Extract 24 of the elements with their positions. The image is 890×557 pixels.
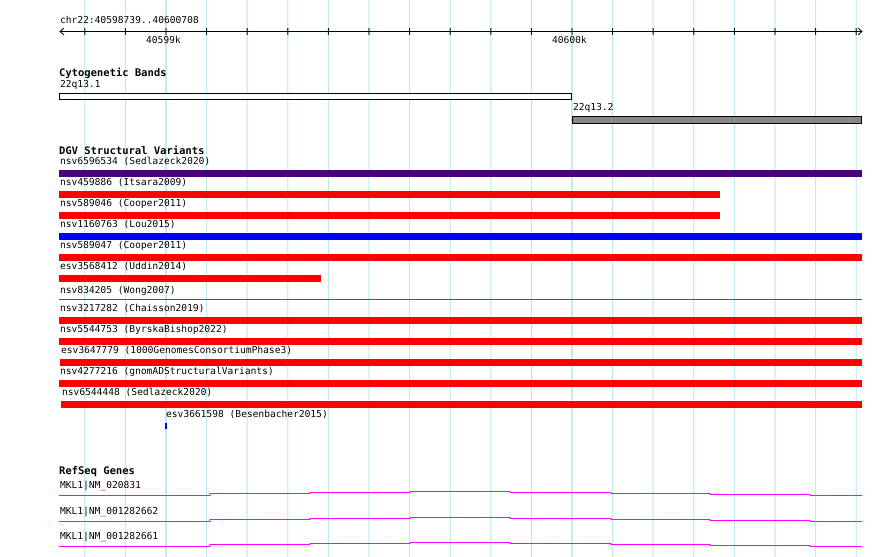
variant-label: nsv3217282 (Chaisson2019) [60, 303, 204, 314]
gene-label: MKL1|NM_020831 [60, 480, 141, 491]
gene-label: MKL1|NM_001282661 [60, 531, 158, 542]
variant-label: esv3647779 (1000GenomesConsortiumPhase3) [61, 345, 292, 356]
band-label: 22q13.1 [60, 79, 100, 90]
track-title: DGV Structural Variants [59, 146, 204, 157]
gene-label: MKL1|NM_001282662 [60, 506, 158, 517]
variant-label: nsv589047 (Cooper2011) [60, 240, 188, 251]
variant-label: esv3568412 (Uddin2014) [60, 261, 188, 272]
variant-label: nsv1160763 (Lou2015) [60, 219, 176, 230]
band-label: 22q13.2 [573, 102, 614, 113]
variant-label: nsv459886 (Itsara2009) [60, 177, 188, 188]
variant-label: nsv6596534 (Sedlazeck2020) [60, 156, 210, 167]
variant-label: nsv5544753 (ByrskaBishop2022) [60, 324, 228, 335]
variant-label: nsv834205 (Wong2007) [60, 285, 176, 296]
variant-label: nsv4277216 (gnomADStructuralVariants) [60, 366, 274, 377]
variant-label: nsv589046 (Cooper2011) [60, 198, 188, 209]
track-title: Cytogenetic Bands [59, 68, 166, 79]
variant-label: nsv6544448 (Sedlazeck2020) [62, 387, 212, 398]
variant-label: esv3661598 (Besenbacher2015) [166, 409, 328, 420]
tick-label: 40599k [146, 35, 181, 46]
coordinate-range: chr22:40598739..40600708 [60, 15, 199, 26]
tick-label: 40600k [552, 35, 587, 46]
track-title: RefSeq Genes [59, 466, 135, 477]
